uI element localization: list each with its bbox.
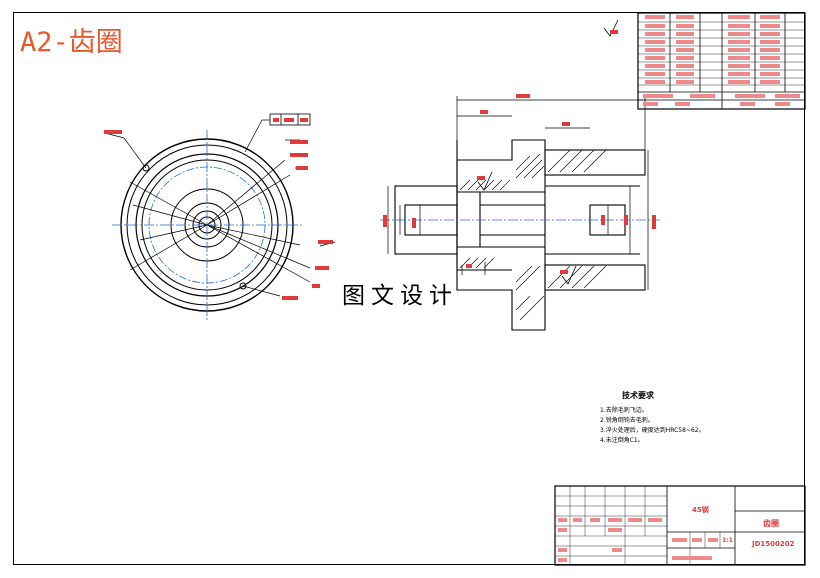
watermark-text: 图文设计 [342,283,458,309]
parameter-table [637,12,806,110]
title-block-cells [555,486,721,565]
tech-requirement-item: 3.淬火处理后，硬度达到HRC58~62。 [600,427,705,434]
title-block-drawing-number: JD1500202 [752,540,795,548]
drawing-title: A2-齿圈 [20,27,123,58]
title-block-scale: 1:1 [722,537,733,544]
section-view [394,139,646,331]
roughness-symbols [477,19,619,285]
tolerance-frame [269,113,311,126]
section-hatching [459,149,607,321]
tech-requirement-item: 2.锐角倒钝去毛刺。 [600,417,654,424]
dimension-label-marks [104,30,656,300]
title-block-material: 45钢 [692,506,709,514]
tech-requirement-item: 1.去除毛刺飞边。 [600,407,648,414]
title-block-part-name: 齿圈 [763,519,779,528]
title-block-marks [558,518,718,562]
tech-requirement-item: 4.未注倒角C1。 [600,437,644,444]
tech-requirements-heading: 技术要求 [622,391,654,400]
parameter-table-marks [643,15,800,106]
drawing-frame [13,12,805,565]
parameter-table-rows [638,21,805,86]
section-dimensions [387,96,649,290]
